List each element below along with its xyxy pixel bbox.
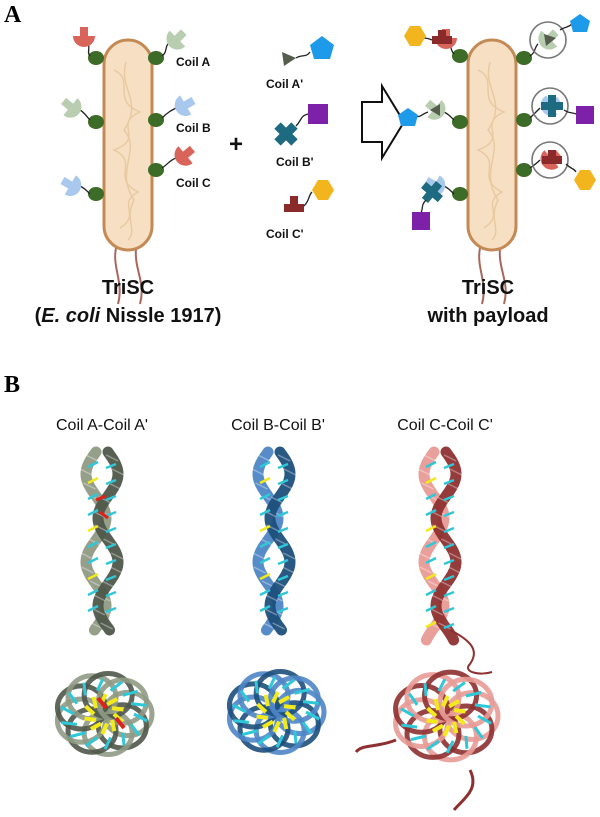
coil-a-side-view — [79, 446, 125, 636]
right-caption-line1: TriSC — [462, 277, 514, 299]
left-caption-line2: (E. coli Nissle 1917) — [35, 305, 222, 327]
highlight-circle — [531, 87, 569, 125]
coil-a-prime-tag — [544, 34, 556, 46]
membrane-anchors-left — [88, 51, 164, 201]
coil-a-cup — [61, 97, 82, 118]
membrane-anchors-right — [452, 49, 532, 201]
payload-pentagon — [570, 14, 590, 32]
payload-hexagon — [404, 26, 426, 46]
bacterium-body — [466, 38, 518, 252]
payload-hexagon — [574, 170, 596, 190]
coil-c-side-view — [417, 446, 493, 675]
reaction-arrow — [361, 82, 406, 162]
panel-b-letter: B — [4, 372, 20, 398]
payload-square — [308, 104, 328, 124]
plus-sign: + — [229, 131, 243, 158]
anchor-coil-b — [88, 187, 104, 201]
coil-a-label: Coil A — [176, 55, 211, 69]
payload-square — [576, 106, 594, 124]
coil-a-prime-tag — [430, 104, 440, 116]
structure-title-b: Coil B-Coil B' — [231, 417, 325, 434]
flagellum — [134, 247, 143, 305]
coil-b-label: Coil B — [176, 121, 211, 135]
coil-c-top-view — [354, 669, 501, 811]
anchor-coil-b — [148, 113, 164, 127]
bound-complexes-right — [398, 14, 596, 230]
coil-c-prime-block — [284, 196, 304, 212]
trisc-cell-right — [466, 38, 518, 305]
surface-coils-left — [60, 27, 196, 196]
coil-b-prime-cross — [274, 122, 298, 146]
coil-b-side-view — [251, 446, 297, 636]
bacterium-body — [102, 38, 154, 252]
structure-title-c: Coil C-Coil C' — [397, 417, 493, 434]
coil-b-cup — [60, 175, 82, 196]
highlight-circle — [531, 141, 569, 179]
coil-c-prime-block — [432, 30, 452, 44]
coil-a-prime-tag — [282, 52, 296, 66]
coil-b-prime-label: Coil B' — [276, 155, 314, 169]
panel-a-letter: A — [4, 2, 22, 28]
coil-b-prime-cross — [541, 95, 563, 117]
payload-square — [412, 212, 430, 230]
coil-a-prime-label: Coil A' — [266, 77, 303, 91]
nucleoid — [112, 61, 142, 241]
coil-c-cup — [73, 27, 95, 47]
nucleoid — [476, 61, 506, 241]
anchor-coil-a — [148, 51, 164, 65]
highlight-circle — [529, 21, 567, 59]
right-caption-line2: with payload — [426, 305, 548, 327]
flagellum — [114, 247, 121, 305]
partner-coil-a-with-payload — [282, 36, 334, 66]
coil-c-label: Coil C — [176, 176, 211, 190]
anchor-coil-c — [88, 51, 104, 65]
structure-title-a: Coil A-Coil A' — [56, 417, 148, 434]
partner-coil-b-with-payload — [274, 104, 328, 146]
payload-hexagon — [312, 180, 334, 200]
coil-c-prime-block — [542, 150, 562, 164]
coil-b-prime-cross — [421, 181, 443, 203]
coil-c-prime-label: Coil C' — [266, 227, 304, 241]
payload-pentagon — [398, 108, 418, 126]
trisc-cell-left — [102, 38, 154, 305]
coil-b-cup — [174, 95, 196, 116]
coil-b-top-view — [226, 668, 327, 756]
payload-pentagon — [310, 36, 334, 59]
left-caption-line1: TriSC — [102, 277, 154, 299]
partner-coil-c-with-payload — [284, 180, 334, 212]
flagellum — [498, 247, 507, 305]
coil-a-cup — [166, 29, 187, 50]
coil-a-top-view — [54, 670, 155, 758]
anchor-coil-c — [148, 163, 164, 177]
flagellum — [478, 247, 485, 305]
anchor-coil-a — [88, 115, 104, 129]
coil-c-cup — [174, 145, 195, 166]
